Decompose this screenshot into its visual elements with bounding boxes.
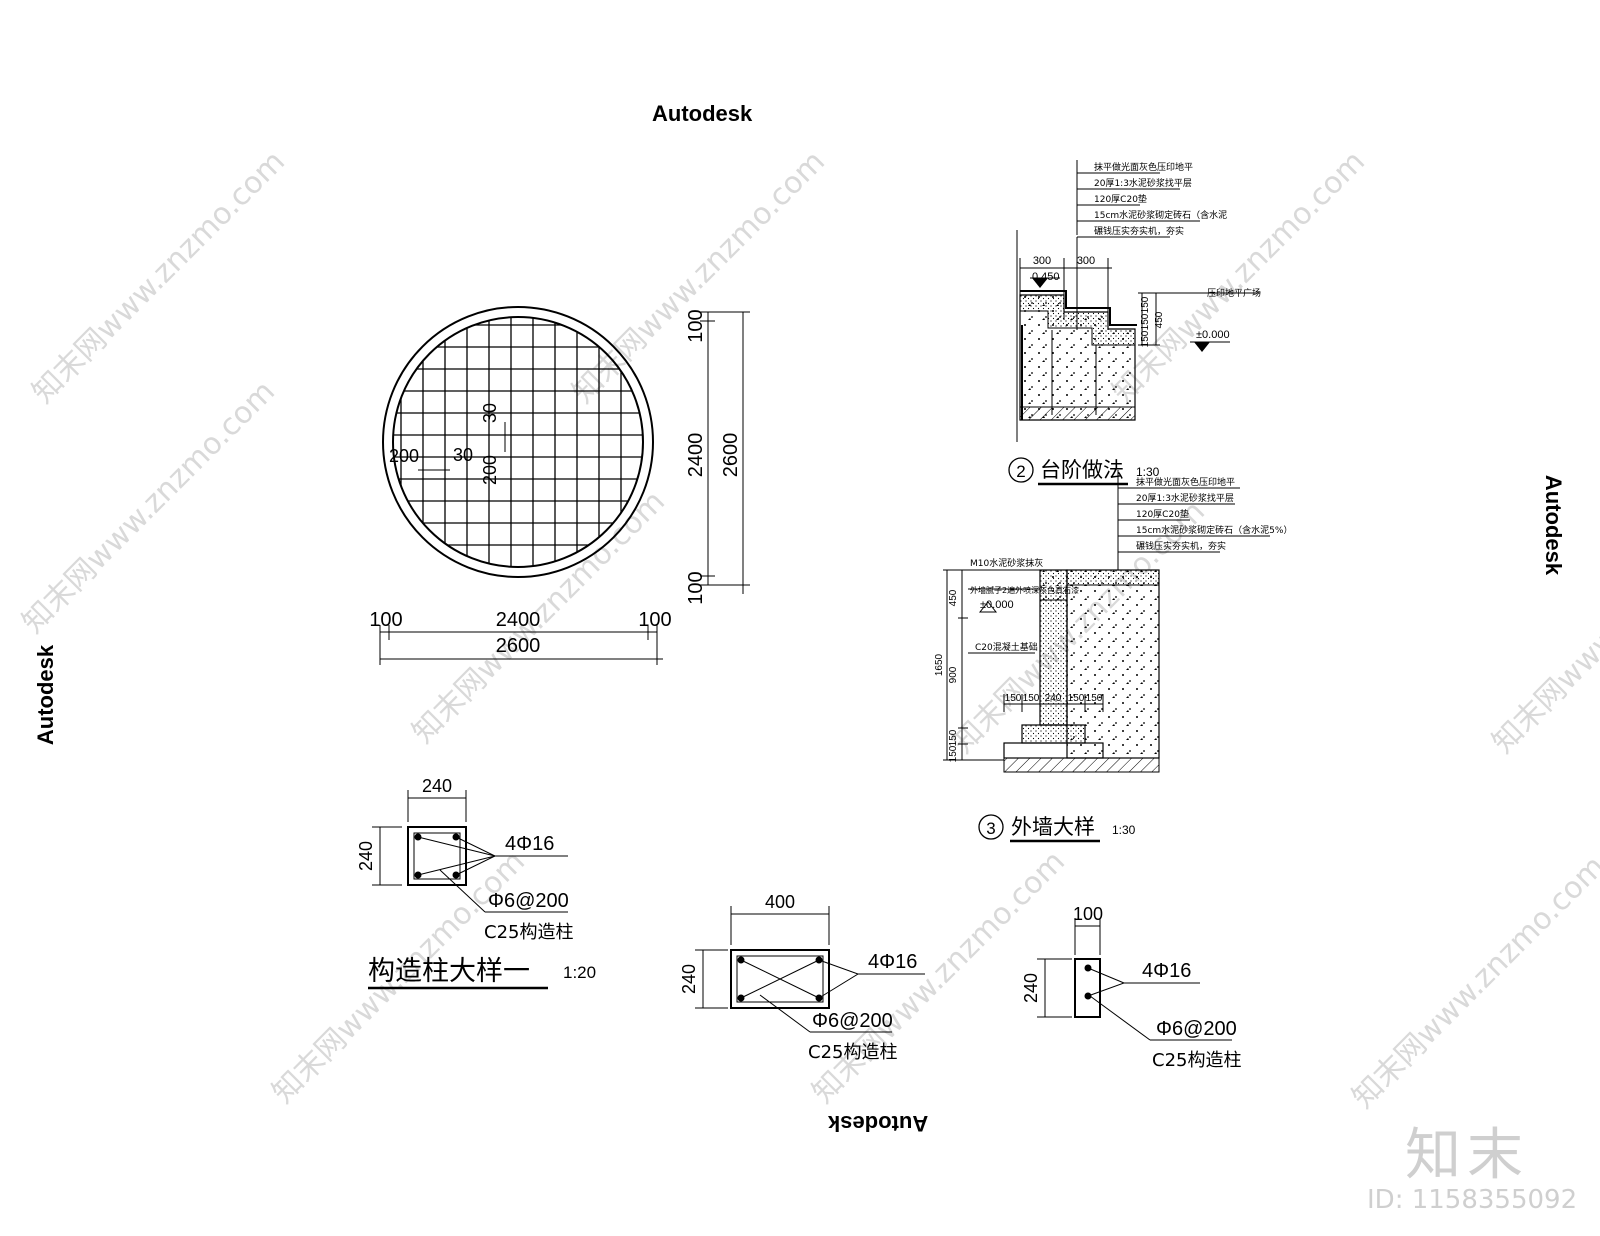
grate-plan: 100 2400 100 2600 100 2400 100 2600 200 … (369, 306, 750, 665)
dim-label: 150 (1023, 693, 1040, 704)
step-detail: 抹平做光面灰色压印地平 20厚1:3水泥砂浆找平层 120厚C20垫 15cm水… (1008, 160, 1261, 486)
dim-label: 100 (369, 609, 402, 631)
layer-note: 20厚1:3水泥砂浆找平层 (1094, 177, 1192, 189)
rebar-label: 4Φ16 (1142, 960, 1191, 982)
detail-number: 3 (986, 819, 995, 838)
dim-label: 150 (948, 745, 959, 762)
layer-note: 120厚C20垫 (1094, 193, 1147, 205)
layer-note: 抹平做光面灰色压印地平 (1136, 476, 1235, 488)
dim-label: 2600 (496, 635, 541, 657)
dim-label: 240 (1021, 973, 1041, 1003)
brand-logo: 知末 (1405, 1123, 1529, 1188)
layer-note: 碾钱压实夯实机，夯实 (1136, 540, 1226, 552)
dim-label: 100 (638, 609, 671, 631)
dim-label: 400 (765, 892, 795, 912)
layer-note: 碾钱压实夯实机，夯实 (1094, 225, 1184, 237)
column-detail-1: 240 240 4Φ16 Φ6@200 C25构造柱 构造柱大样一 1:20 (356, 776, 596, 990)
layer-note: 120厚C20垫 (1136, 508, 1189, 520)
level-label: 0.450 (1032, 271, 1060, 283)
plaza-note: 压印地平广场 (1207, 287, 1261, 299)
layer-note: 抹平做光面灰色压印地平 (1094, 161, 1193, 173)
dim-label: 2400 (496, 609, 541, 631)
brand-id: ID: 1158355092 (1367, 1185, 1578, 1215)
detail-scale: 1:30 (1136, 465, 1160, 479)
detail-title: 台阶做法 (1040, 458, 1124, 482)
concrete-label: C25构造柱 (808, 1042, 897, 1063)
dim-label: 240 (679, 964, 699, 994)
wall-detail: 抹平做光面灰色压印地平 20厚1:3水泥砂浆找平层 120厚C20垫 15cm水… (934, 470, 1292, 843)
level-label: ±0.000 (980, 599, 1014, 611)
dim-label: 2600 (720, 433, 742, 478)
column-detail-2: 400 240 4Φ16 Φ6@200 C25构造柱 (679, 892, 925, 1063)
dim-label: 100 (685, 571, 707, 604)
column-detail-3: 100 240 4Φ16 Φ6@200 C25构造柱 (1021, 904, 1241, 1071)
dim-label: 30 (453, 445, 473, 465)
dim-label: 150 (1140, 296, 1151, 313)
watermark-autodesk-top: Autodesk (652, 101, 753, 126)
dim-label: 100 (1073, 904, 1103, 924)
dim-label: 150 (948, 729, 959, 746)
dim-label: 450 (1154, 311, 1165, 328)
stirrup-label: Φ6@200 (1156, 1018, 1237, 1040)
dim-label: 150 (1086, 693, 1103, 704)
dim-label: 100 (685, 309, 707, 342)
stirrup-label: Φ6@200 (812, 1010, 893, 1032)
dim-label: 2400 (685, 433, 707, 478)
dim-label: 150 (1005, 693, 1022, 704)
stirrup-label: Φ6@200 (488, 890, 569, 912)
dim-label: 150 (1140, 313, 1151, 330)
dim-label: 200 (389, 446, 419, 466)
dim-label: 150 (1068, 693, 1085, 704)
dim-label: 150 (1140, 330, 1151, 347)
layer-note: 15cm水泥砂浆砌定砖石（含水泥 (1094, 209, 1227, 221)
dim-label: 900 (948, 666, 959, 683)
wall-note: 外墙腻子2遍外喷深灰色真石漆 (970, 585, 1079, 595)
detail-scale: 1:20 (563, 963, 596, 982)
wall-note: C20混凝土基础 (975, 641, 1038, 653)
wall-note: M10水泥砂浆抹灰 (970, 557, 1043, 569)
dim-label: 1650 (934, 653, 945, 676)
level-label: ±0.000 (1196, 329, 1230, 341)
dim-label: 240 (356, 841, 376, 871)
dim-label: 240 (422, 776, 452, 796)
detail-scale: 1:30 (1112, 823, 1136, 837)
dim-label: 30 (480, 403, 500, 423)
layer-note: 20厚1:3水泥砂浆找平层 (1136, 492, 1234, 504)
detail-number: 2 (1016, 462, 1025, 481)
layer-note: 15cm水泥砂浆砌定砖石（含水泥5%） (1136, 524, 1292, 536)
detail-title: 构造柱大样一 (368, 956, 530, 987)
concrete-label: C25构造柱 (1152, 1050, 1241, 1071)
dim-label: 450 (948, 589, 959, 606)
detail-title: 外墙大样 (1011, 815, 1095, 839)
rebar-label: 4Φ16 (868, 951, 917, 973)
dim-label: 300 (1033, 255, 1051, 267)
dim-label: 240 (1045, 693, 1062, 704)
dim-label: 300 (1077, 255, 1095, 267)
concrete-label: C25构造柱 (484, 922, 573, 943)
dim-label: 200 (480, 455, 500, 485)
rebar-label: 4Φ16 (505, 833, 554, 855)
